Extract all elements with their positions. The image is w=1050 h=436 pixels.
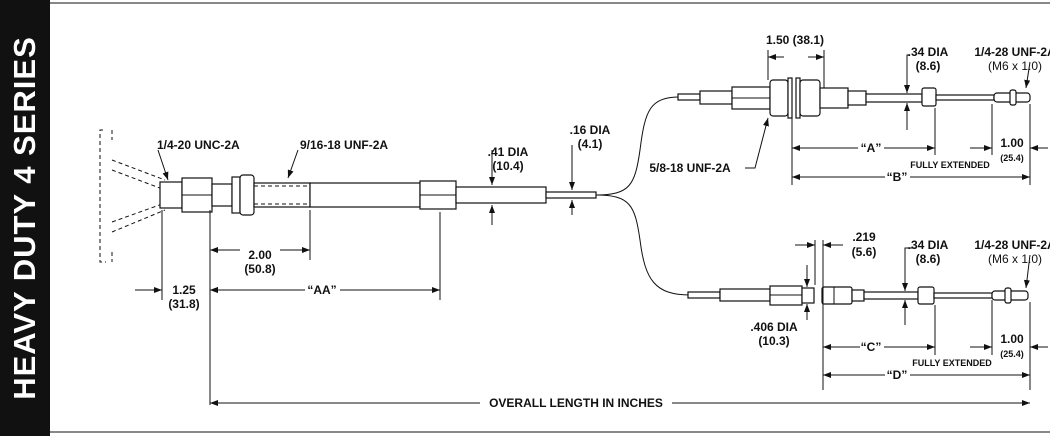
label-lower-dia-34-mm: (8.6) — [916, 252, 941, 266]
label-lower-dia-34: .34 DIA — [908, 238, 949, 252]
lower-dimensions — [795, 240, 1048, 390]
left-dimensions — [135, 145, 1030, 406]
label-upper-thread-metric: (M6 x 1.0) — [988, 59, 1042, 73]
label-dim-219: .219 — [852, 230, 876, 244]
upper-cable-assembly — [677, 77, 1031, 119]
label-lower-fully-extended: FULLY EXTENDED — [912, 358, 992, 368]
label-upper-fully-extended: FULLY EXTENDED — [910, 160, 990, 170]
label-dia-406: .406 DIA — [750, 320, 798, 334]
left-cable-assembly — [99, 96, 691, 296]
label-dia-406-mm: (10.3) — [758, 334, 789, 348]
label-upper-dia-34: .34 DIA — [908, 45, 949, 59]
label-upper-thread-1-4-28: 1/4-28 UNF-2A — [974, 45, 1050, 59]
label-thread-1-4-20: 1/4-20 UNC-2A — [157, 138, 240, 152]
label-overall-length: OVERALL LENGTH IN INCHES — [489, 396, 663, 410]
label-dim-2-00: 2.00 — [248, 248, 272, 262]
label-thread-9-16-18: 9/16-18 UNF-2A — [300, 138, 388, 152]
label-dia-41-mm: (10.4) — [492, 159, 523, 173]
label-dim-a: “A” — [861, 141, 882, 155]
label-thread-5-8-18: 5/8-18 UNF-2A — [649, 161, 731, 175]
label-lower-thread-1-4-28: 1/4-28 UNF-2A — [974, 238, 1050, 252]
series-sidebar: HEAVY DUTY 4 SERIES — [0, 0, 50, 436]
label-upper-dim-1-00-mm: (25.4) — [1000, 153, 1024, 163]
label-dia-16: .16 DIA — [570, 123, 611, 137]
label-dim-1-25: 1.25 — [172, 283, 196, 297]
label-dim-b: “B” — [887, 170, 908, 184]
label-dim-1-25-mm: (31.8) — [168, 297, 199, 311]
label-lower-dim-1-00: 1.00 — [1000, 332, 1024, 346]
upper-dimensions — [745, 50, 1048, 185]
label-dim-c: “C” — [861, 340, 882, 354]
label-dim-aa: “AA” — [307, 283, 336, 297]
label-dim-2-00-mm: (50.8) — [244, 262, 275, 276]
label-dim-219-mm: (5.6) — [852, 245, 877, 259]
label-dim-1-50: 1.50 (38.1) — [766, 33, 824, 47]
label-lower-dim-1-00-mm: (25.4) — [1000, 349, 1024, 359]
label-dia-16-mm: (4.1) — [578, 137, 603, 151]
label-dim-d: “D” — [887, 368, 908, 382]
lower-cable-assembly — [687, 285, 1029, 306]
label-dia-41: .41 DIA — [488, 145, 529, 159]
label-upper-dia-34-mm: (8.6) — [916, 59, 941, 73]
label-lower-thread-metric: (M6 x 1.0) — [988, 252, 1042, 266]
label-upper-dim-1-00: 1.00 — [1000, 136, 1024, 150]
